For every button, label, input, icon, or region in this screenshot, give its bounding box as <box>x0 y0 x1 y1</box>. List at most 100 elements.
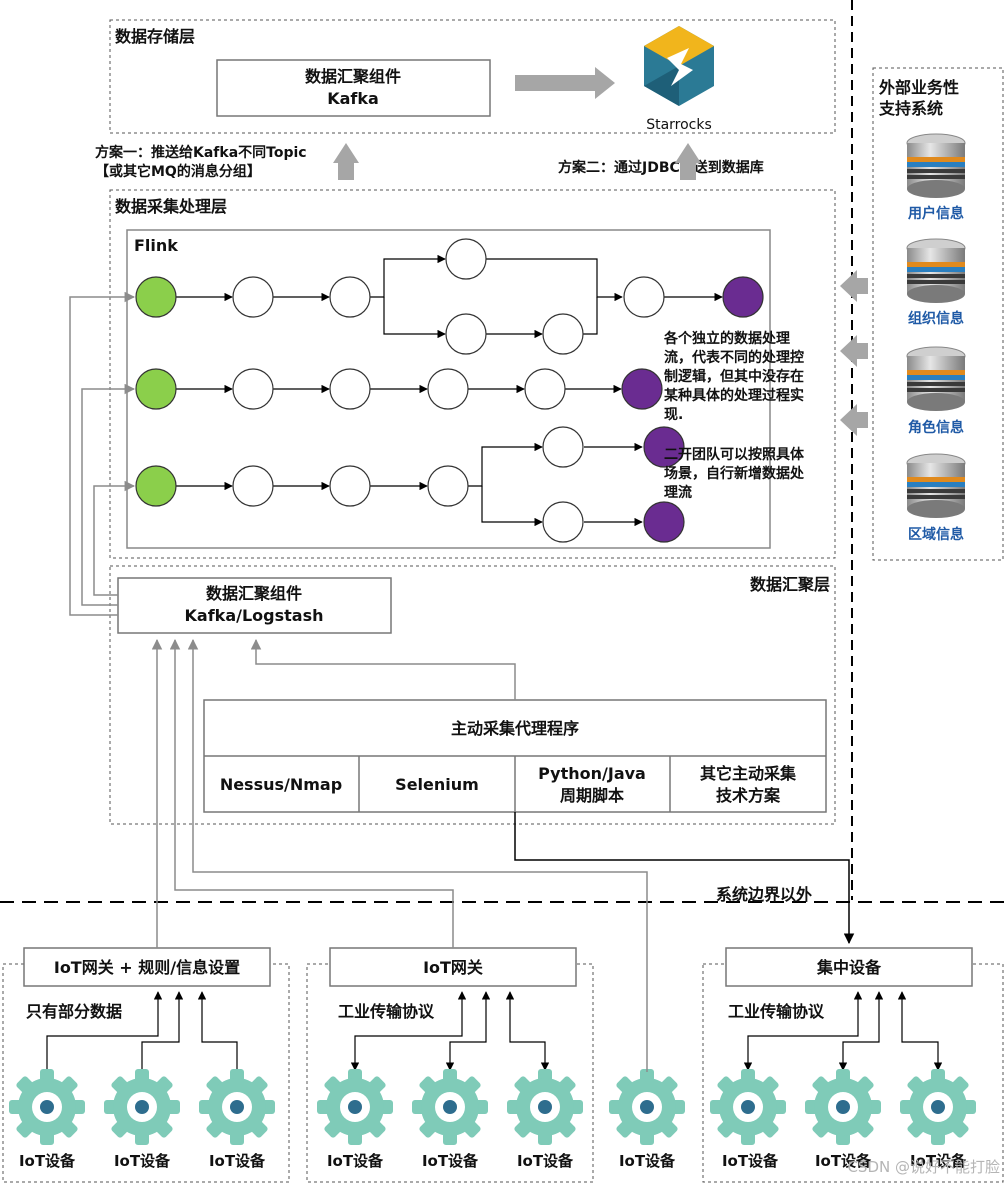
flink-sink-node-1 <box>722 276 764 318</box>
standalone-device-label: IoT设备 <box>619 1152 676 1170</box>
iot-device-gear-icon <box>104 1069 180 1145</box>
flink-node <box>542 426 584 468</box>
plan-one-up-arrow <box>333 143 359 180</box>
flink-note-line: 某种具体的处理过程实 <box>664 387 804 404</box>
flink-note-line: 制逻辑，但其中没存在 <box>664 368 804 385</box>
flink-node <box>542 501 584 543</box>
flink-sink-node-2 <box>621 368 663 410</box>
flink-node <box>232 276 274 318</box>
gateway-2-note: 工业传输协议 <box>338 1002 435 1021</box>
flink-node <box>524 368 566 410</box>
flink-source-node-1 <box>135 276 177 318</box>
storage-kafka-line2: Kafka <box>327 89 379 108</box>
iot-device-gear-icon <box>199 1069 275 1145</box>
central-device-note: 工业传输协议 <box>728 1002 825 1021</box>
iot-device-label: IoT设备 <box>422 1152 479 1170</box>
external-input-arrow <box>840 404 868 436</box>
iot-device-gear-icon <box>609 1069 685 1145</box>
gateway-1-title-box <box>23 947 271 987</box>
database-label: 区域信息 <box>908 526 964 543</box>
iot-device-gear-icon <box>317 1069 393 1145</box>
iot-device-label: IoT设备 <box>815 1152 872 1170</box>
processing-layer-title: 数据采集处理层 <box>115 197 227 216</box>
boundary-label: 系统边界以外 <box>716 885 812 904</box>
active-collection-title: 主动采集代理程序 <box>451 719 579 738</box>
flink-node <box>427 465 469 507</box>
flink-note-line: 各个独立的数据处理 <box>663 330 790 347</box>
flink-node <box>232 465 274 507</box>
watermark: CSDN @说好不能打脸 <box>847 1158 1000 1176</box>
storage-kafka-line1: 数据汇聚组件 <box>305 67 401 86</box>
active-cell-3-line2: 周期脚本 <box>560 786 624 805</box>
iot-device-label: IoT设备 <box>209 1152 266 1170</box>
database-icon <box>906 346 966 412</box>
flink-sink-node-3 <box>643 426 685 468</box>
aggregation-box-line2: Kafka/Logstash <box>185 606 324 625</box>
aggregation-layer-title: 数据汇聚层 <box>750 575 830 594</box>
iot-device-gear-icon <box>412 1069 488 1145</box>
database-label: 角色信息 <box>908 419 964 436</box>
flink-node <box>329 368 371 410</box>
storage-layer <box>109 19 836 134</box>
flink-node <box>445 313 487 355</box>
iot-device-gear-icon <box>805 1069 881 1145</box>
flink-note-line: 场景，自行新增数据处 <box>664 465 805 482</box>
iot-device-gear-icon <box>710 1069 786 1145</box>
flink-note-line: 流，代表不同的处理控 <box>664 349 804 366</box>
iot-device-label: IoT设备 <box>114 1152 171 1170</box>
iot-device-label: IoT设备 <box>722 1152 779 1170</box>
active-cell-4-line1: 其它主动采集 <box>700 764 797 783</box>
database-label: 组织信息 <box>908 310 964 327</box>
flink-note-line: 现. <box>664 407 683 423</box>
active-cell-3-line1: Python/Java <box>538 764 646 783</box>
gateway-1-note: 只有部分数据 <box>26 1002 122 1021</box>
flink-node <box>623 276 665 318</box>
flink-label: Flink <box>134 236 178 255</box>
external-input-arrow <box>840 335 868 367</box>
flink-source-node-3 <box>135 465 177 507</box>
flink-node <box>542 313 584 355</box>
external-input-arrow <box>840 270 868 302</box>
aggregation-layer <box>109 565 836 825</box>
gateway-1-title: IoT网关 + 规则/信息设置 <box>54 958 240 977</box>
active-to-central-device-arrow <box>514 812 855 945</box>
plan-one-line1: 方案一：推送给Kafka不同Topic <box>95 144 307 161</box>
central-device-title-box <box>725 947 973 987</box>
external-support-title-2: 支持系统 <box>878 99 943 118</box>
iot-device-gear-icon <box>9 1069 85 1145</box>
iot-device-gear-icon <box>507 1069 583 1145</box>
flink-note: 各个独立的数据处理 流，代表不同的处理控 制逻辑，但其中没存在 某种具体的处理过… <box>663 330 805 501</box>
processing-layer <box>109 189 836 559</box>
iot-device-label: IoT设备 <box>910 1152 967 1170</box>
external-support-panel <box>872 67 1004 561</box>
flink-node <box>329 276 371 318</box>
central-device-title: 集中设备 <box>816 958 882 977</box>
plan-two-up-arrow <box>675 143 701 180</box>
flink-node <box>445 238 487 280</box>
database-icon <box>906 453 966 519</box>
storage-layer-title: 数据存储层 <box>115 27 195 46</box>
flink-sink-node-4 <box>643 501 685 543</box>
external-support-title-1: 外部业务性 <box>878 78 959 97</box>
active-cell-4-line2: 技术方案 <box>716 786 781 805</box>
flink-note-line: 理流 <box>664 484 692 501</box>
starrocks-label: Starrocks <box>646 117 712 133</box>
iot-device-label: IoT设备 <box>19 1152 76 1170</box>
database-icon <box>906 133 966 199</box>
active-cell-2: Selenium <box>395 775 479 794</box>
iot-device-label: IoT设备 <box>517 1152 574 1170</box>
flink-source-node-2 <box>135 368 177 410</box>
database-icon <box>906 238 966 304</box>
iot-device-gear-icon <box>900 1069 976 1145</box>
flink-node <box>427 368 469 410</box>
starrocks-logo <box>644 26 714 106</box>
flink-note-line: 二开团队可以按照具体 <box>664 446 805 463</box>
plan-two-label: 方案二：通过JDBC推送到数据库 <box>558 159 764 176</box>
active-cell-1: Nessus/Nmap <box>220 775 342 794</box>
gateway-2-title: IoT网关 <box>423 958 483 977</box>
iot-device-label: IoT设备 <box>327 1152 384 1170</box>
flink-node <box>329 465 371 507</box>
plan-one-line2: 【或其它MQ的消息分组】 <box>95 163 261 180</box>
active-to-aggregation-arrow <box>250 638 516 700</box>
